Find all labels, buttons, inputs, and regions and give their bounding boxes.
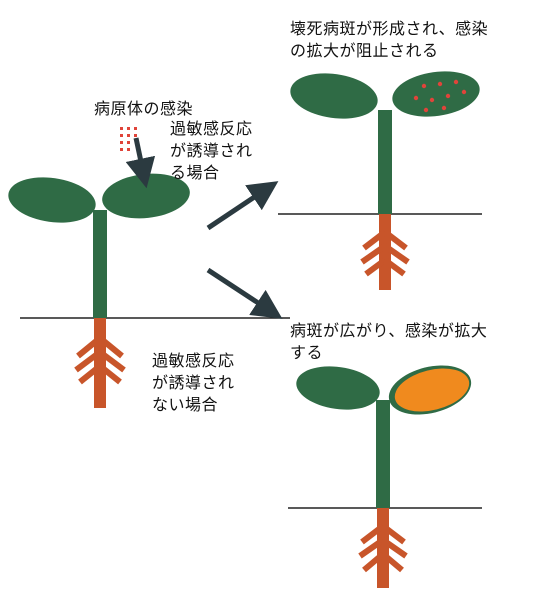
hr-not-induced-label-2: が誘導され	[152, 372, 235, 393]
arrow-to-no-hr	[208, 270, 272, 312]
leaf-left	[293, 361, 382, 414]
hr-induced-label-3: る場合	[170, 162, 220, 183]
seedling-infected	[5, 127, 290, 408]
root	[76, 318, 124, 408]
root	[360, 508, 406, 588]
seedling-hr	[278, 66, 483, 290]
result-top-label-1: 壊死病斑が形成され、感染	[290, 18, 488, 39]
infection-label: 病原体の感染	[94, 98, 193, 119]
result-top-label-2: の拡大が阻止される	[290, 40, 439, 61]
seedling-no-hr	[288, 358, 482, 588]
hr-induced-label-2: が誘導され	[170, 140, 253, 161]
result-bottom-label-2: する	[290, 342, 323, 363]
stem	[378, 110, 392, 214]
hr-induced-label-1: 過敏感反応	[170, 118, 253, 139]
stem	[93, 210, 107, 318]
infection-arrow	[136, 138, 144, 176]
leaf-left	[287, 68, 380, 124]
leaf-left	[5, 172, 98, 228]
root	[362, 214, 408, 290]
stem	[376, 400, 390, 508]
leaf-right-with-necrotic-spots	[389, 66, 482, 122]
result-bottom-label-1: 病斑が広がり、感染が拡大	[290, 320, 487, 341]
hr-not-induced-label-3: ない場合	[152, 394, 218, 415]
hr-not-induced-label-1: 過敏感反応	[152, 350, 235, 371]
arrow-to-hr	[208, 188, 268, 228]
